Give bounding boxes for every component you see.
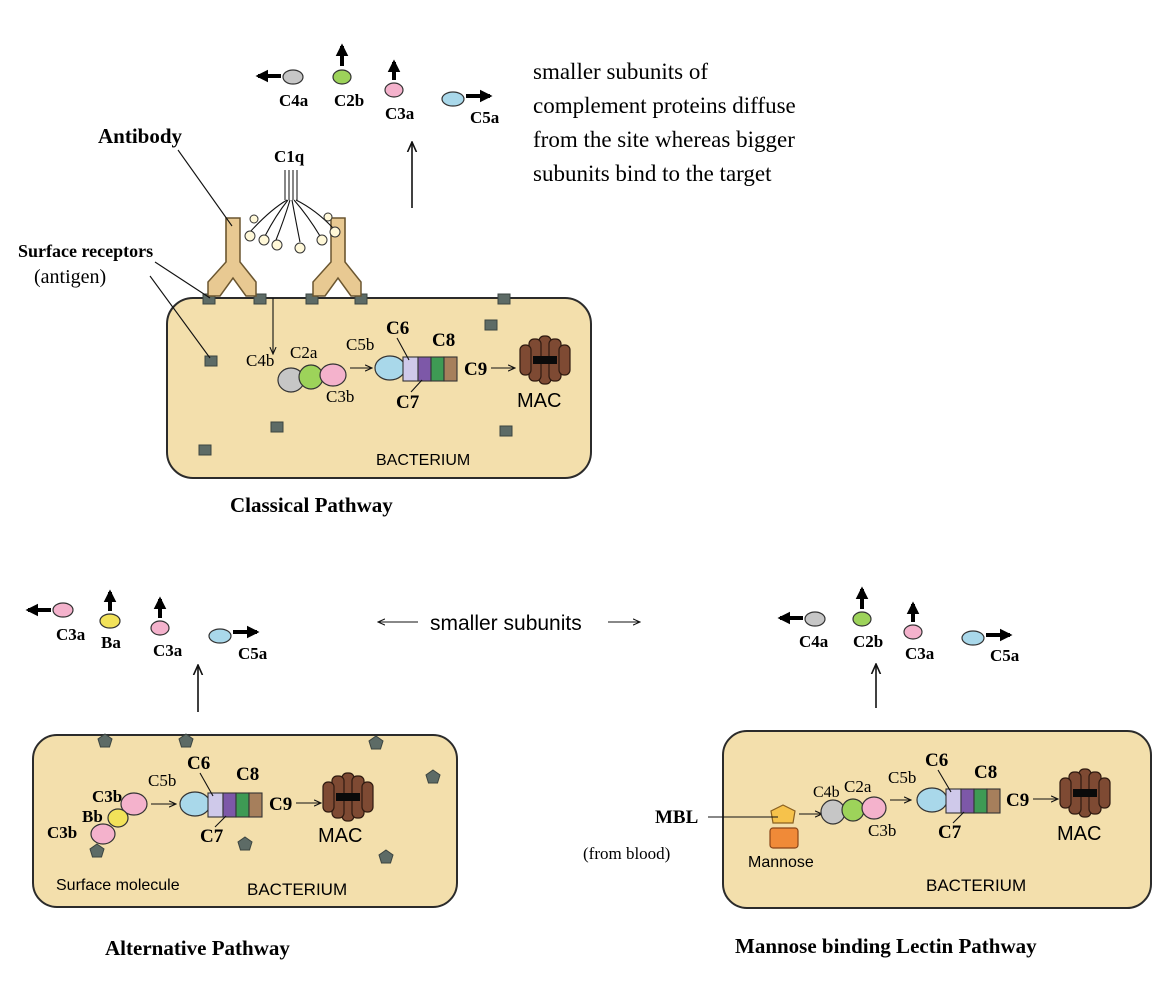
c3b-protein <box>319 363 347 387</box>
c4a-label: C4a <box>799 632 829 651</box>
receptor-leader-2 <box>149 275 211 359</box>
c7-label: C7 <box>938 822 962 843</box>
c5b-label: C5b <box>346 335 374 354</box>
c5a-label: C5a <box>238 644 268 663</box>
alternative-title: Alternative Pathway <box>105 936 290 960</box>
antibody-right <box>312 217 362 297</box>
c2a-protein <box>298 364 324 390</box>
c5b-label: C5b <box>888 768 916 787</box>
antibody-label: Antibody <box>98 124 183 148</box>
classical-pathway: C4a C2b C3a C5a smaller subunits of comp… <box>18 43 796 517</box>
c5a-label: C5a <box>990 646 1020 665</box>
c3a-label-2: C3a <box>153 641 183 660</box>
receptors-label: Surface receptors <box>18 241 153 261</box>
alternative-released-subunits: C3a Ba C3a C5a <box>25 589 268 663</box>
c2b-label: C2b <box>334 91 364 110</box>
classical-title: Classical Pathway <box>230 493 393 517</box>
note-line-2: complement proteins diffuse <box>533 93 796 118</box>
c5a-label: C5a <box>470 108 500 127</box>
bacterium-label: BACTERIUM <box>247 880 347 899</box>
diffusion-note: smaller subunits of complement proteins … <box>533 59 796 186</box>
c3a-label: C3a <box>385 104 415 123</box>
terminal-complex <box>402 356 458 382</box>
c3b-top-label: C3b <box>92 787 122 806</box>
c3a-label: C3a <box>905 644 935 663</box>
c2a-label: C2a <box>290 343 318 362</box>
c1q-complex <box>244 170 341 254</box>
terminal-complex <box>207 792 263 818</box>
mannose-shape <box>769 827 799 849</box>
receptor-leader <box>154 261 211 299</box>
lectin-title: Mannose binding Lectin Pathway <box>735 934 1037 958</box>
antibody-leader <box>177 149 233 227</box>
c5b-label: C5b <box>148 771 176 790</box>
classical-bacterium <box>166 297 592 479</box>
c4b-label: C4b <box>246 351 274 370</box>
c7-label: C7 <box>200 826 224 847</box>
lectin-pathway: C4a C2b C3a C5a BACTERIUM MBL (from bloo… <box>583 586 1152 958</box>
lectin-bacterium <box>722 730 1152 909</box>
note-line-4: subunits bind to the target <box>533 161 772 186</box>
c4b-label: C4b <box>813 784 840 801</box>
ba-label: Ba <box>101 633 121 652</box>
c5b-protein <box>374 355 406 381</box>
c9-label: C9 <box>1006 790 1029 811</box>
mbl-shape <box>770 804 796 824</box>
c3a-fragment <box>384 82 404 98</box>
c6-label: C6 <box>187 753 210 774</box>
lectin-released-subunits: C4a C2b C3a C5a <box>777 586 1020 665</box>
c4a-label: C4a <box>279 91 309 110</box>
alternative-pathway: C3a Ba C3a C5a BACTERIUM C3b Bb <box>25 589 458 960</box>
smaller-subunits-caption: smaller subunits <box>378 612 640 635</box>
antigen-label: (antigen) <box>34 266 106 288</box>
c2a-label: C2a <box>844 777 872 796</box>
c6-label: C6 <box>386 318 409 339</box>
c6-label: C6 <box>925 750 948 771</box>
antibody-left <box>207 217 257 297</box>
mannose-label: Mannose <box>748 854 814 871</box>
c3b-label: C3b <box>326 387 354 406</box>
terminal-complex <box>945 788 1001 814</box>
c2b-label: C2b <box>853 632 883 651</box>
c1q-label: C1q <box>274 147 305 166</box>
mbl-label: MBL <box>655 807 698 828</box>
note-line-3: from the site whereas bigger <box>533 127 795 152</box>
bacterium-label: BACTERIUM <box>376 452 470 469</box>
mac-label: MAC <box>1057 823 1101 845</box>
classical-released-subunits: C4a C2b C3a C5a <box>255 43 500 127</box>
smaller-subunits-label: smaller subunits <box>430 612 582 635</box>
c3b-label: C3b <box>868 821 896 840</box>
c9-label: C9 <box>269 794 292 815</box>
c5a-fragment <box>441 91 465 107</box>
mac-label: MAC <box>318 825 362 847</box>
c4a-fragment <box>282 69 304 85</box>
c8-label: C8 <box>432 330 455 351</box>
c7-label: C7 <box>396 392 420 413</box>
c3a-label: C3a <box>56 625 86 644</box>
c3b-bottom-label: C3b <box>47 823 77 842</box>
bacterium-label: BACTERIUM <box>926 876 1026 895</box>
mac-label: MAC <box>517 390 561 412</box>
c8-label: C8 <box>974 762 997 783</box>
c8-label: C8 <box>236 764 259 785</box>
note-line-1: smaller subunits of <box>533 59 708 84</box>
c9-label: C9 <box>464 359 487 380</box>
c2b-fragment <box>332 69 352 85</box>
from-blood-label: (from blood) <box>583 844 670 863</box>
bb-label: Bb <box>82 807 103 826</box>
surface-molecule-label: Surface molecule <box>56 877 180 894</box>
